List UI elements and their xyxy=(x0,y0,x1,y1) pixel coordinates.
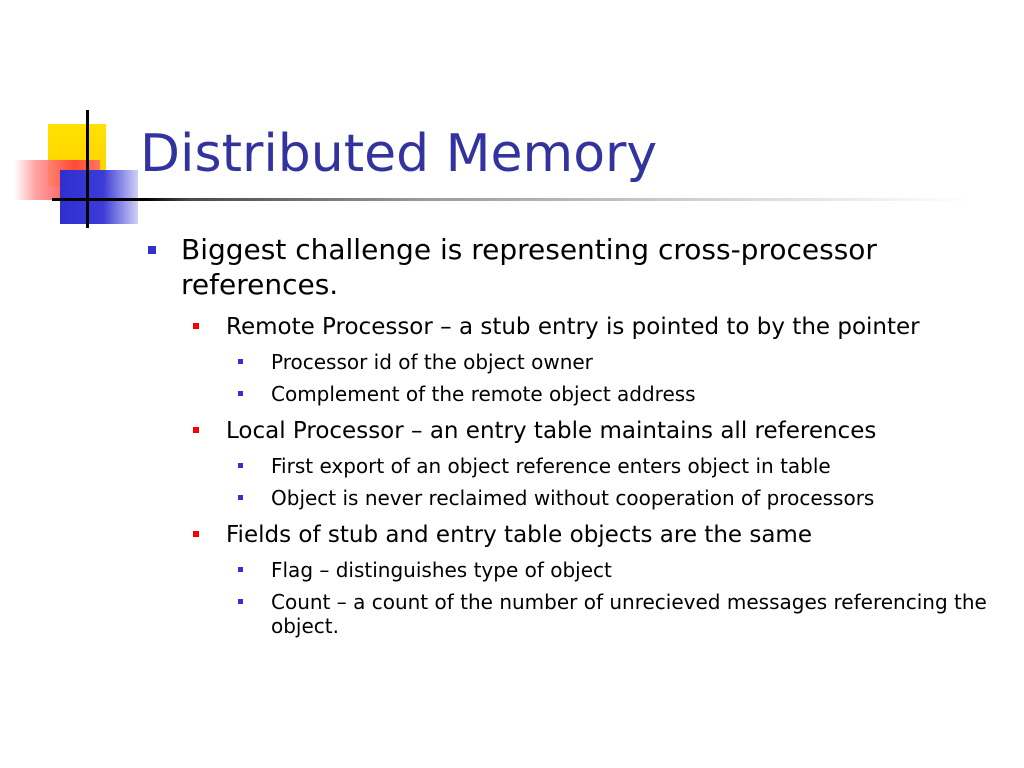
bullet-level1-item: Biggest challenge is representing cross-… xyxy=(148,232,1008,302)
bullet-text: Fields of stub and entry table objects a… xyxy=(226,522,812,548)
decor-blue-square xyxy=(60,170,138,224)
bullet-level3-item: Count – a count of the number of unrecie… xyxy=(238,590,1008,638)
square-bullet-icon xyxy=(238,391,243,396)
bullet-text: Local Processor – an entry table maintai… xyxy=(226,418,877,444)
bullet-level3-item: Complement of the remote object address xyxy=(238,382,1008,406)
bullet-text: Count – a count of the number of unrecie… xyxy=(271,590,987,638)
slide-title: Distributed Memory xyxy=(140,124,658,184)
bullet-text: Flag – distinguishes type of object xyxy=(271,558,612,582)
square-bullet-icon xyxy=(193,323,199,329)
square-bullet-icon xyxy=(238,567,243,572)
bullet-level2-item: Remote Processor – a stub entry is point… xyxy=(193,312,1008,342)
square-bullet-icon xyxy=(238,359,243,364)
bullet-level2-item: Fields of stub and entry table objects a… xyxy=(193,520,1008,550)
bullet-level3-item: Flag – distinguishes type of object xyxy=(238,558,1008,582)
slide-content: Biggest challenge is representing cross-… xyxy=(148,232,1008,638)
square-bullet-icon xyxy=(148,246,156,254)
bullet-level2-item: Local Processor – an entry table maintai… xyxy=(193,416,1008,446)
bullet-level3-item: Processor id of the object owner xyxy=(238,350,1008,374)
square-bullet-icon xyxy=(238,495,243,500)
bullet-level3-item: Object is never reclaimed without cooper… xyxy=(238,486,1008,510)
square-bullet-icon xyxy=(238,463,243,468)
bullet-text: Complement of the remote object address xyxy=(271,382,696,406)
bullet-text: Remote Processor – a stub entry is point… xyxy=(226,314,920,340)
bullet-level3-item: First export of an object reference ente… xyxy=(238,454,1008,478)
decor-vertical-line xyxy=(86,110,89,228)
bullet-text: Biggest challenge is representing cross-… xyxy=(181,233,877,301)
title-underline xyxy=(52,198,972,201)
bullet-text: Object is never reclaimed without cooper… xyxy=(271,486,875,510)
square-bullet-icon xyxy=(238,599,243,604)
bullet-text: Processor id of the object owner xyxy=(271,350,593,374)
bullet-text: First export of an object reference ente… xyxy=(271,454,831,478)
square-bullet-icon xyxy=(193,531,199,537)
square-bullet-icon xyxy=(193,427,199,433)
